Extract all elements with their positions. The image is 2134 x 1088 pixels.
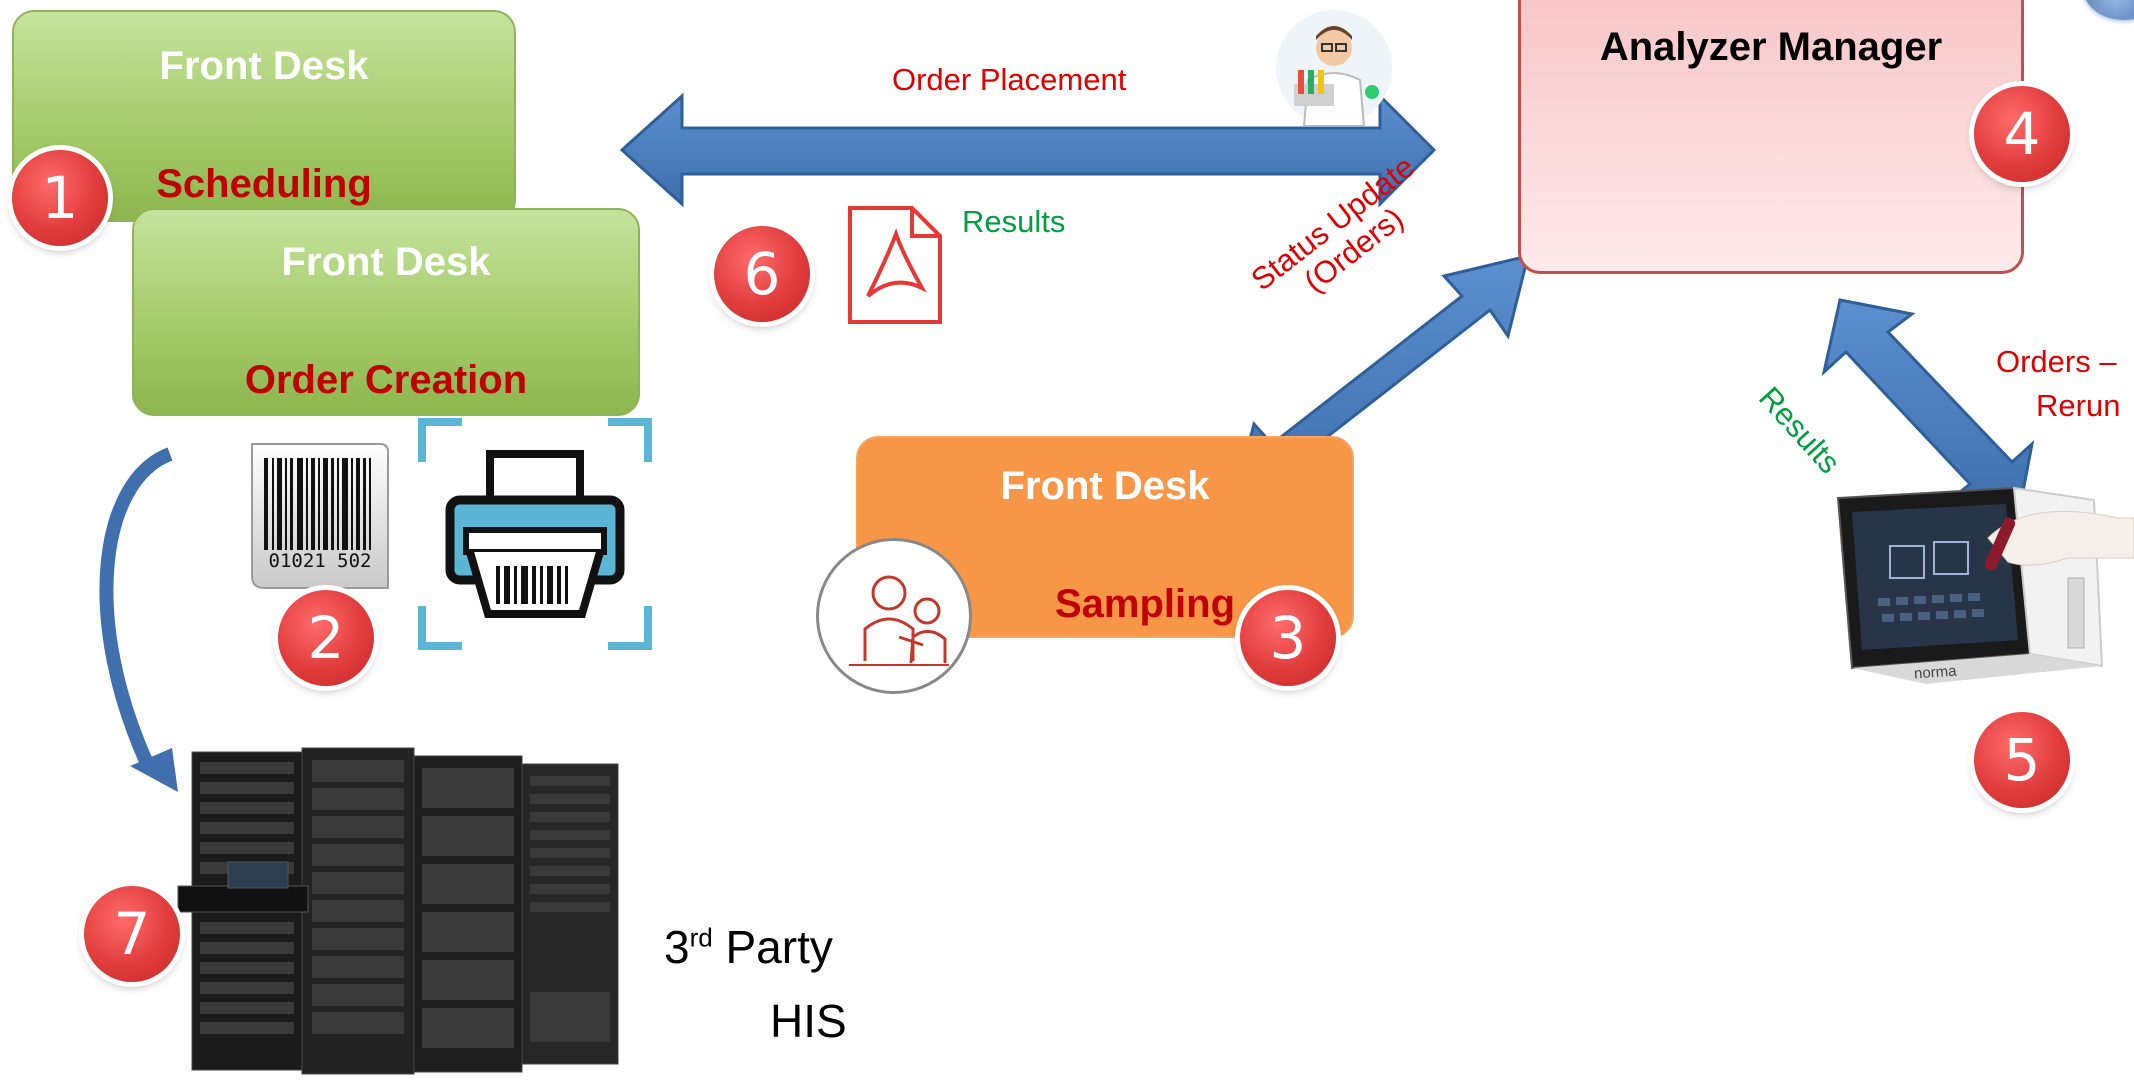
step-badge-7: 7 [84, 886, 180, 982]
order-placement-arrow [619, 92, 1437, 208]
third-party-his-label: 3rd Party [664, 920, 833, 975]
to-his-arrowhead [130, 748, 178, 792]
his-party: Party [712, 921, 833, 973]
his-ordinal: rd [689, 922, 713, 953]
order-placement-label: Order Placement [892, 62, 1127, 97]
pdf-icon [846, 204, 944, 326]
step-badge-1: 1 [12, 150, 108, 246]
barcode-label-icon: 01021 502 [242, 438, 392, 596]
blood-sampling-icon [816, 538, 972, 694]
step-badge-5: 5 [1974, 712, 2070, 808]
to-his-curved-arrow [99, 447, 173, 773]
box-title: Front Desk [1000, 464, 1210, 508]
barcode-printer-icon [418, 418, 652, 650]
step-badge-3: 3 [1240, 590, 1336, 686]
results-pdf-label: Results [962, 204, 1066, 239]
box-title: Front Desk [281, 240, 491, 284]
box-subtitle: Scheduling [156, 162, 372, 206]
step-badge-6: 6 [714, 226, 810, 322]
box-subtitle: Sampling [1054, 582, 1236, 626]
server-rack-image [172, 742, 634, 1082]
analyzer-device-image: norma [1818, 478, 2134, 708]
box-title: Front Desk [159, 44, 369, 88]
analyzer-manager-box: Analyzer Manager [1518, 0, 2024, 274]
box-title: Analyzer Manager [1599, 25, 1943, 69]
his-label: HIS [770, 995, 847, 1047]
box-subtitle: Order Creation [244, 358, 528, 402]
analyzer-brand: norma [1913, 662, 1958, 683]
front-desk-order-creation-box: Front Desk Order Creation [132, 208, 640, 416]
barcode-digits: 01021 502 [268, 550, 372, 572]
step-badge-2: 2 [278, 590, 374, 686]
orders-rerun-label-line1: Orders – [1996, 344, 2117, 379]
his-number: 3 [664, 921, 690, 973]
orders-rerun-label-line2: Rerun [2036, 388, 2121, 423]
step-badge-4: 4 [1974, 86, 2070, 182]
lab-scientist-icon [1268, 8, 1400, 127]
